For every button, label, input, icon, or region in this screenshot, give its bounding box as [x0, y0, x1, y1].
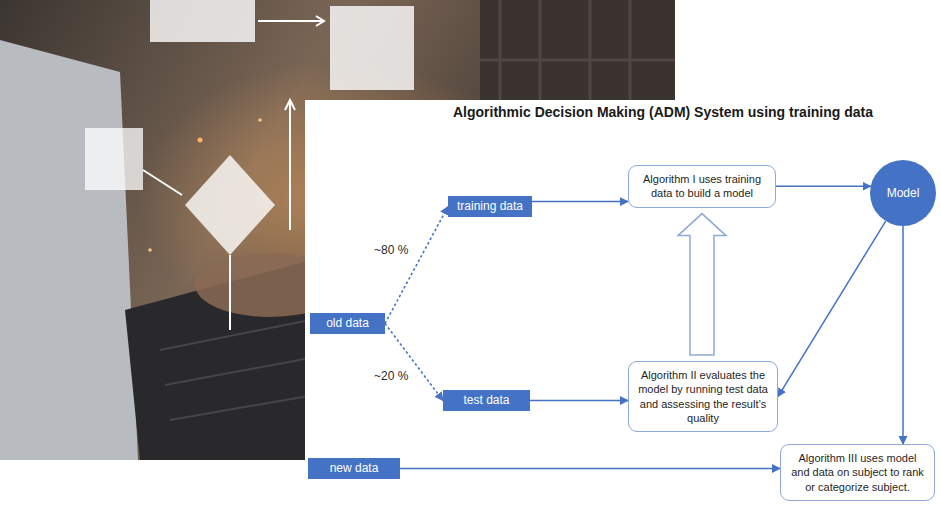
overlay-square	[85, 128, 143, 190]
overlay-square	[150, 0, 255, 42]
node-text: Algorithm II evaluates the model by runn…	[636, 368, 770, 425]
overlay-diamond	[185, 155, 275, 255]
data-box: new data	[308, 458, 400, 479]
process-box: Algorithm III uses model and data on sub…	[780, 444, 935, 501]
light-dot	[258, 118, 262, 122]
overlay-arrow	[258, 16, 324, 26]
connector-arrow	[778, 221, 886, 397]
diagram-title: Algorithmic Decision Making (ADM) System…	[390, 104, 936, 120]
overlay-arrow	[285, 100, 295, 230]
overlay-square	[330, 6, 414, 90]
light-dot	[198, 138, 203, 143]
process-box: Algorithm II evaluates the model by runn…	[628, 361, 778, 432]
node-text: training data	[457, 199, 523, 214]
node-text: new data	[317, 461, 391, 476]
model-circle: Model	[870, 160, 936, 226]
hollow-arrow	[678, 214, 726, 355]
overlay-line	[143, 170, 182, 195]
node-text: Model	[887, 186, 920, 200]
data-box: old data	[310, 313, 385, 334]
connector-arrow	[400, 468, 780, 470]
edge-label: ~80 %	[372, 243, 410, 257]
connector-arrow	[902, 226, 904, 444]
connector-arrow	[530, 400, 628, 402]
node-text: old data	[319, 316, 376, 331]
node-text: Algorithm III uses model and data on sub…	[788, 451, 927, 494]
connector-arrow	[776, 186, 871, 188]
connector-arrow	[385, 207, 448, 324]
data-box: training data	[448, 196, 532, 217]
node-text: test data	[452, 393, 521, 408]
laptop-lid	[0, 40, 138, 460]
connector-arrow	[532, 201, 628, 203]
light-dot	[148, 248, 152, 252]
diagram-panel	[305, 100, 941, 523]
data-box: test data	[443, 390, 530, 411]
node-text: Algorithm I uses training data to build …	[636, 172, 768, 201]
overlay-line	[229, 255, 231, 330]
process-box: Algorithm I uses training data to build …	[628, 165, 776, 208]
edge-label: ~20 %	[372, 369, 410, 383]
connector-arrow	[385, 324, 443, 401]
